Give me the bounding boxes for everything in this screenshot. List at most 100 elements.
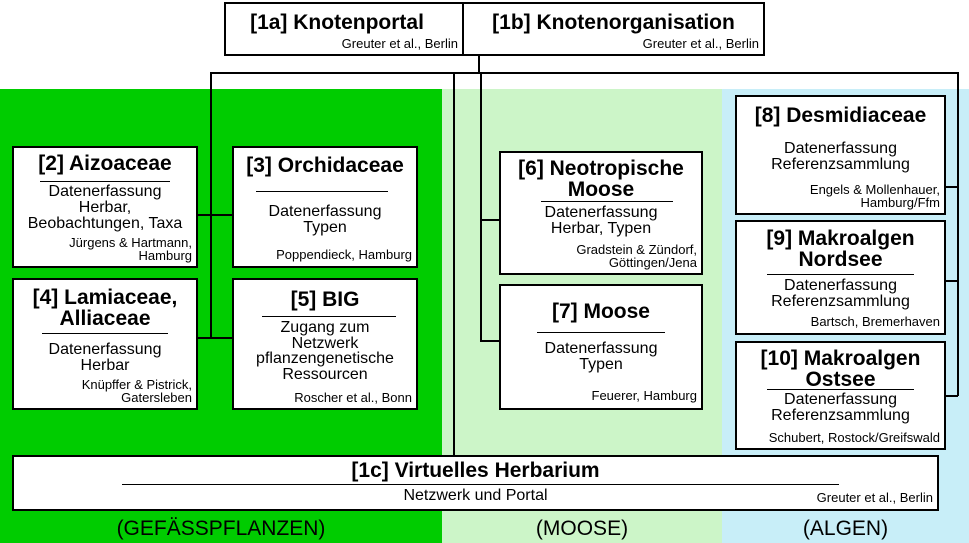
- body-line: Herbar,: [78, 199, 132, 216]
- body-line: Typen: [303, 219, 347, 236]
- node-big: [5] BIG Zugang zum Netzwerk pflanzengene…: [232, 278, 418, 410]
- node-title: [1c] Virtuelles Herbarium: [351, 459, 600, 482]
- title-rule: [262, 316, 396, 317]
- node-title: [10] Makroalgen Ostsee: [737, 348, 944, 390]
- node-title: [5] BIG: [290, 288, 360, 311]
- body-line: Datenerfassung: [784, 391, 897, 408]
- body-line: Ressourcen: [282, 366, 368, 384]
- node-credit: Greuter et al., Berlin: [816, 490, 933, 506]
- node-body: Datenerfassung Herbar, Beobachtungen, Ta…: [14, 184, 196, 232]
- connector-to-nordsee: [945, 280, 958, 282]
- region-label-gefaesspflanzen: (GEFÄSSPFLANZEN): [116, 517, 326, 540]
- title-line: Nordsee: [798, 248, 883, 271]
- node-body: Datenerfassung Referenzsammlung: [737, 392, 944, 424]
- body-line: Datenerfassung: [48, 341, 162, 358]
- node-title: [8] Desmidiaceae: [754, 104, 927, 127]
- body-line: Referenzsammlung: [771, 293, 910, 310]
- title-line: Alliaceae: [59, 307, 151, 330]
- node-virtuelles-herbarium: [1c] Virtuelles Herbarium Netzwerk und P…: [12, 455, 939, 511]
- connector-to-neotropische: [480, 219, 500, 221]
- title-rule: [42, 333, 168, 334]
- node-desmidiaceae: [8] Desmidiaceae Datenerfassung Referenz…: [735, 95, 946, 215]
- credit-line: Schubert, Rostock/Greifswald: [768, 430, 940, 446]
- connector-horizontal: [210, 72, 959, 74]
- title-line: [6] Neotropische: [518, 157, 684, 180]
- node-credit: Roscher et al., Bonn: [294, 391, 412, 405]
- node-makroalgen-nordsee: [9] Makroalgen Nordsee Datenerfassung Re…: [735, 220, 946, 335]
- body-line: Referenzsammlung: [771, 407, 910, 424]
- credit-line: Bartsch, Bremerhaven: [810, 314, 940, 330]
- credit-line: Knüpffer & Pistrick,: [81, 376, 192, 392]
- body-line: Datenerfassung: [544, 340, 658, 357]
- node-body: Zugang zum Netzwerk pflanzengenetische R…: [234, 320, 416, 383]
- node-credit: Feuerer, Hamburg: [592, 389, 698, 403]
- body-line: Datenerfassung: [48, 183, 162, 200]
- connector-to-moose: [480, 340, 500, 342]
- connector-left-vertical: [210, 72, 212, 339]
- body-line: Zugang zum: [280, 319, 370, 336]
- title-line: Ostsee: [805, 368, 876, 391]
- body-line: Datenerfassung: [784, 277, 897, 294]
- body-line: Beobachtungen, Taxa: [27, 215, 183, 232]
- body-line: Herbar: [80, 357, 130, 374]
- node-credit: Jürgens & Hartmann, Hamburg: [69, 236, 192, 263]
- credit-line: Hamburg: [138, 248, 192, 264]
- body-line: Netzwerk: [291, 334, 359, 352]
- node-body: Datenerfassung Referenzsammlung: [737, 278, 944, 310]
- node-body: Datenerfassung Herbar: [14, 342, 196, 374]
- title-rule: [40, 181, 170, 182]
- credit-line: Roscher et al., Bonn: [294, 390, 412, 406]
- credit-line: Gatersleben: [121, 390, 192, 406]
- node-credit: Schubert, Rostock/Greifswald: [769, 431, 940, 445]
- node-credit: Greuter et al., Berlin: [642, 36, 759, 52]
- connector-to-lamiaceae: [196, 337, 234, 339]
- body-line: Referenzsammlung: [771, 156, 910, 173]
- node-body: Datenerfassung Herbar, Typen: [501, 205, 701, 237]
- node-credit: Engels & Mollenhauer, Hamburg/Ffm: [810, 183, 940, 210]
- title-line: Moose: [567, 178, 635, 201]
- node-body: Datenerfassung Referenzsammlung: [737, 141, 944, 173]
- body-line: Datenerfassung: [544, 204, 658, 221]
- node-title: [1b] Knotenorganisation: [492, 11, 735, 34]
- title-rule: [767, 274, 914, 275]
- credit-line: Gradstein & Zündorf,: [576, 241, 697, 257]
- connector-to-desmidiaceae: [945, 186, 958, 188]
- title-rule: [541, 201, 673, 202]
- title-line: [4] Lamiaceae,: [32, 286, 178, 309]
- node-title: [2] Aizoaceae: [38, 152, 172, 175]
- node-body: Netzwerk und Portal: [403, 487, 548, 504]
- connector-algen-vertical: [957, 72, 959, 396]
- title-rule: [122, 484, 839, 485]
- node-body: Datenerfassung Typen: [501, 341, 701, 373]
- node-credit: Greuter et al., Berlin: [341, 36, 458, 52]
- node-knotenorganisation: [1b] Knotenorganisation Greuter et al., …: [462, 2, 765, 56]
- node-title: [7] Moose: [551, 300, 650, 323]
- title-rule: [256, 191, 388, 192]
- node-orchidaceae: [3] Orchidaceae Datenerfassung Typen Pop…: [232, 146, 418, 268]
- connector-trunk: [478, 55, 480, 73]
- body-line: Datenerfassung: [784, 140, 897, 157]
- node-moose: [7] Moose Datenerfassung Typen Feuerer, …: [499, 284, 703, 410]
- body-line: pflanzengenetische: [256, 350, 394, 368]
- title-rule: [767, 389, 914, 390]
- credit-line: Göttingen/Jena: [608, 255, 697, 271]
- node-title: [6] Neotropische Moose: [501, 158, 701, 200]
- node-credit: Gradstein & Zündorf, Göttingen/Jena: [576, 243, 697, 270]
- connector-moose-vertical: [480, 72, 482, 342]
- node-title: [1a] Knotenportal: [250, 11, 424, 34]
- connector-to-ostsee: [945, 395, 958, 397]
- credit-line: Engels & Mollenhauer,: [809, 181, 940, 197]
- node-credit: Poppendieck, Hamburg: [276, 248, 412, 262]
- credit-line: Poppendieck, Hamburg: [276, 247, 412, 263]
- title-line: [10] Makroalgen: [760, 347, 921, 370]
- credit-line: Hamburg/Ffm: [860, 195, 940, 211]
- credit-line: Jürgens & Hartmann,: [69, 234, 192, 250]
- node-neotropische-moose: [6] Neotropische Moose Datenerfassung He…: [499, 151, 703, 275]
- node-makroalgen-ostsee: [10] Makroalgen Ostsee Datenerfassung Re…: [735, 341, 946, 450]
- node-title: [9] Makroalgen Nordsee: [737, 228, 944, 270]
- body-line: Typen: [579, 356, 623, 373]
- credit-line: Feuerer, Hamburg: [591, 388, 698, 404]
- node-title: [4] Lamiaceae, Alliaceae: [14, 287, 196, 329]
- node-knotenportal: [1a] Knotenportal Greuter et al., Berlin: [224, 2, 464, 56]
- region-label-algen: (ALGEN): [802, 517, 889, 540]
